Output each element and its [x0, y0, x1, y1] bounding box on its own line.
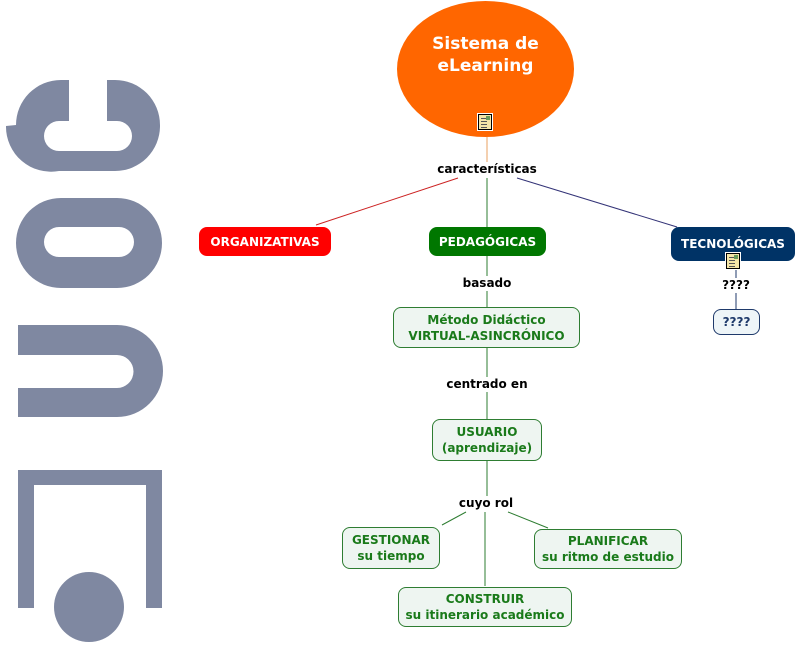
gestionar-line2: su tiempo	[357, 549, 425, 563]
planificar-line2: su ritmo de estudio	[542, 550, 674, 564]
link-label-caracteristicas: características	[435, 162, 539, 176]
root-title-line2: eLearning	[437, 56, 534, 76]
tecnologicas-label: TECNOLÓGICAS	[681, 237, 785, 251]
link-rol-to-planificar	[507, 511, 549, 529]
concept-organizativas[interactable]: ORGANIZATIVAS	[199, 227, 331, 256]
construir-line1: CONSTRUIR	[445, 592, 525, 606]
uoc-logo	[5, 80, 163, 642]
concept-usuario[interactable]: USUARIO (aprendizaje)	[432, 419, 542, 461]
logo-letter-o	[16, 198, 162, 288]
concept-planificar[interactable]: PLANIFICAR su ritmo de estudio	[534, 529, 682, 569]
organizativas-label: ORGANIZATIVAS	[210, 234, 320, 249]
planificar-line1: PLANIFICAR	[567, 534, 649, 548]
link-to-organizativas	[315, 177, 459, 226]
concept-tech-question[interactable]: ????	[713, 309, 760, 335]
link-label-cuyo-rol: cuyo rol	[456, 496, 516, 510]
usuario-line1: USUARIO	[456, 425, 518, 439]
gestionar-line1: GESTIONAR	[351, 533, 431, 547]
logo-letter-u	[18, 325, 163, 417]
document-resource-icon[interactable]	[477, 113, 493, 131]
construir-line2: su itinerario académico	[405, 608, 565, 622]
pedagogicas-label: PEDAGÓGICAS	[438, 234, 537, 249]
document-resource-icon[interactable]	[725, 252, 741, 270]
link-to-tecnologicas	[516, 177, 678, 228]
logo-dot	[54, 572, 124, 642]
metodo-line1: Método Didáctico	[427, 312, 546, 327]
link-label-basado: basado	[460, 276, 514, 290]
concept-pedagogicas[interactable]: PEDAGÓGICAS	[429, 227, 546, 256]
concept-construir[interactable]: CONSTRUIR su itinerario académico	[398, 587, 572, 627]
concept-gestionar[interactable]: GESTIONAR su tiempo	[342, 527, 440, 569]
usuario-line2: (aprendizaje)	[441, 441, 533, 455]
link-label-centrado-en: centrado en	[444, 377, 530, 391]
link-rol-to-gestionar	[441, 511, 467, 526]
link-label-tech-question: ????	[720, 278, 752, 292]
root-title-line1: Sistema de	[432, 34, 539, 54]
logo-bracket	[18, 470, 162, 608]
tech-question-label: ????	[722, 315, 751, 329]
metodo-line2: VIRTUAL-ASINCRÓNICO	[408, 328, 565, 343]
concept-metodo-didactico[interactable]: Método Didáctico VIRTUAL-ASINCRÓNICO	[393, 307, 580, 348]
root-concept-sistema-elearning[interactable]: Sistema de eLearning	[397, 1, 574, 137]
logo-letter-c	[5, 80, 160, 172]
